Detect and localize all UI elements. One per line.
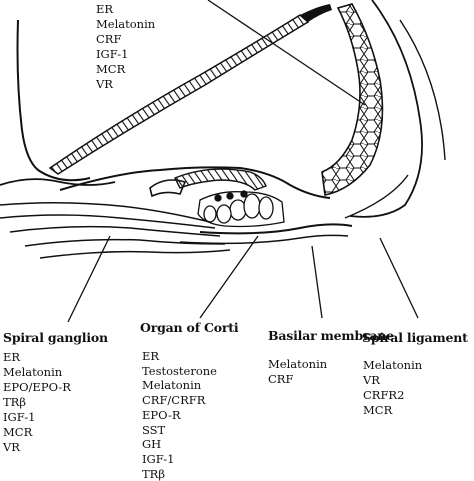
limbus-fold — [149, 179, 187, 198]
spiral-ganglion-item: IGF-1 — [3, 410, 36, 424]
top-marker-item: IGF-1 — [96, 47, 129, 61]
basilar-membrane-title: Basilar membrane — [268, 328, 394, 343]
spiral-limbus — [59, 166, 331, 199]
spiral-ganglion-item: EPO/EPO-R — [3, 380, 71, 394]
lateral-wall-line — [399, 19, 446, 161]
leader-lines — [67, 0, 419, 323]
basilar-membrane-2 — [179, 234, 349, 245]
spiral-ganglion-item: ER — [3, 350, 21, 364]
basilar-membrane-item: Melatonin — [268, 357, 328, 371]
top-marker-item: CRF — [96, 32, 122, 46]
top-marker-item: VR — [96, 77, 113, 91]
organ-of-corti-item: IGF-1 — [142, 451, 175, 466]
organ-of-corti-cells — [197, 190, 285, 228]
top-marker-list: ER Melatonin CRF IGF-1 MCR VR — [96, 2, 155, 92]
modiolus-edge — [0, 178, 116, 186]
organ-of-corti-item: ER — [142, 349, 160, 363]
cochlear-wall-left — [16, 19, 91, 182]
spiral-ligament-item: MCR — [363, 403, 393, 417]
organ-of-corti-item: EPO-R — [142, 407, 181, 422]
organ-of-corti-item: Testosterone — [142, 363, 217, 378]
organ-of-corti-item: Melatonin — [142, 378, 202, 393]
lateral-wall-outer — [349, 0, 423, 218]
spiral-ganglion-item: MCR — [3, 425, 33, 439]
spiral-ligament-item: Melatonin — [363, 358, 423, 372]
spiral-ligament-item: VR — [363, 373, 380, 387]
organ-of-corti-item: CRF/CRFR — [142, 393, 206, 408]
spiral-ganglion-title: Spiral ganglion — [3, 330, 108, 345]
ligament-inner — [344, 174, 409, 219]
nerve-fibres — [0, 201, 231, 259]
top-marker-item: ER — [96, 2, 114, 16]
spiral-ligament-list: Melatonin VR CRFR2 MCR — [363, 358, 422, 418]
spiral-ganglion-item: TRβ — [3, 395, 26, 409]
spiral-ligament-title: Spiral ligament — [362, 330, 468, 345]
spiral-ganglion-item: Melatonin — [3, 365, 63, 379]
spiral-ganglion-item: VR — [3, 440, 20, 454]
spiral-ganglion-list: ER Melatonin EPO/EPO-R TRβ IGF-1 MCR VR — [3, 350, 71, 455]
reissners-membrane — [48, 14, 310, 175]
organ-of-corti-title: Organ of Corti — [140, 320, 239, 335]
basilar-membrane-list: Melatonin CRF — [268, 357, 327, 387]
spiral-ligament-item: CRFR2 — [363, 388, 405, 402]
organ-of-corti-list: ER Testosterone Melatonin CRF/CRFR EPO-R… — [142, 349, 217, 481]
organ-of-corti-item: SST — [142, 422, 166, 437]
organ-of-corti-item: GH — [142, 437, 162, 452]
top-marker-item: Melatonin — [96, 17, 156, 31]
top-marker-item: MCR — [96, 62, 126, 76]
membrane-tip — [300, 4, 332, 22]
basilar-membrane — [199, 223, 353, 235]
basilar-membrane-item: CRF — [268, 372, 294, 386]
tectorial-membrane — [174, 168, 267, 191]
stria-vascularis — [321, 3, 384, 196]
